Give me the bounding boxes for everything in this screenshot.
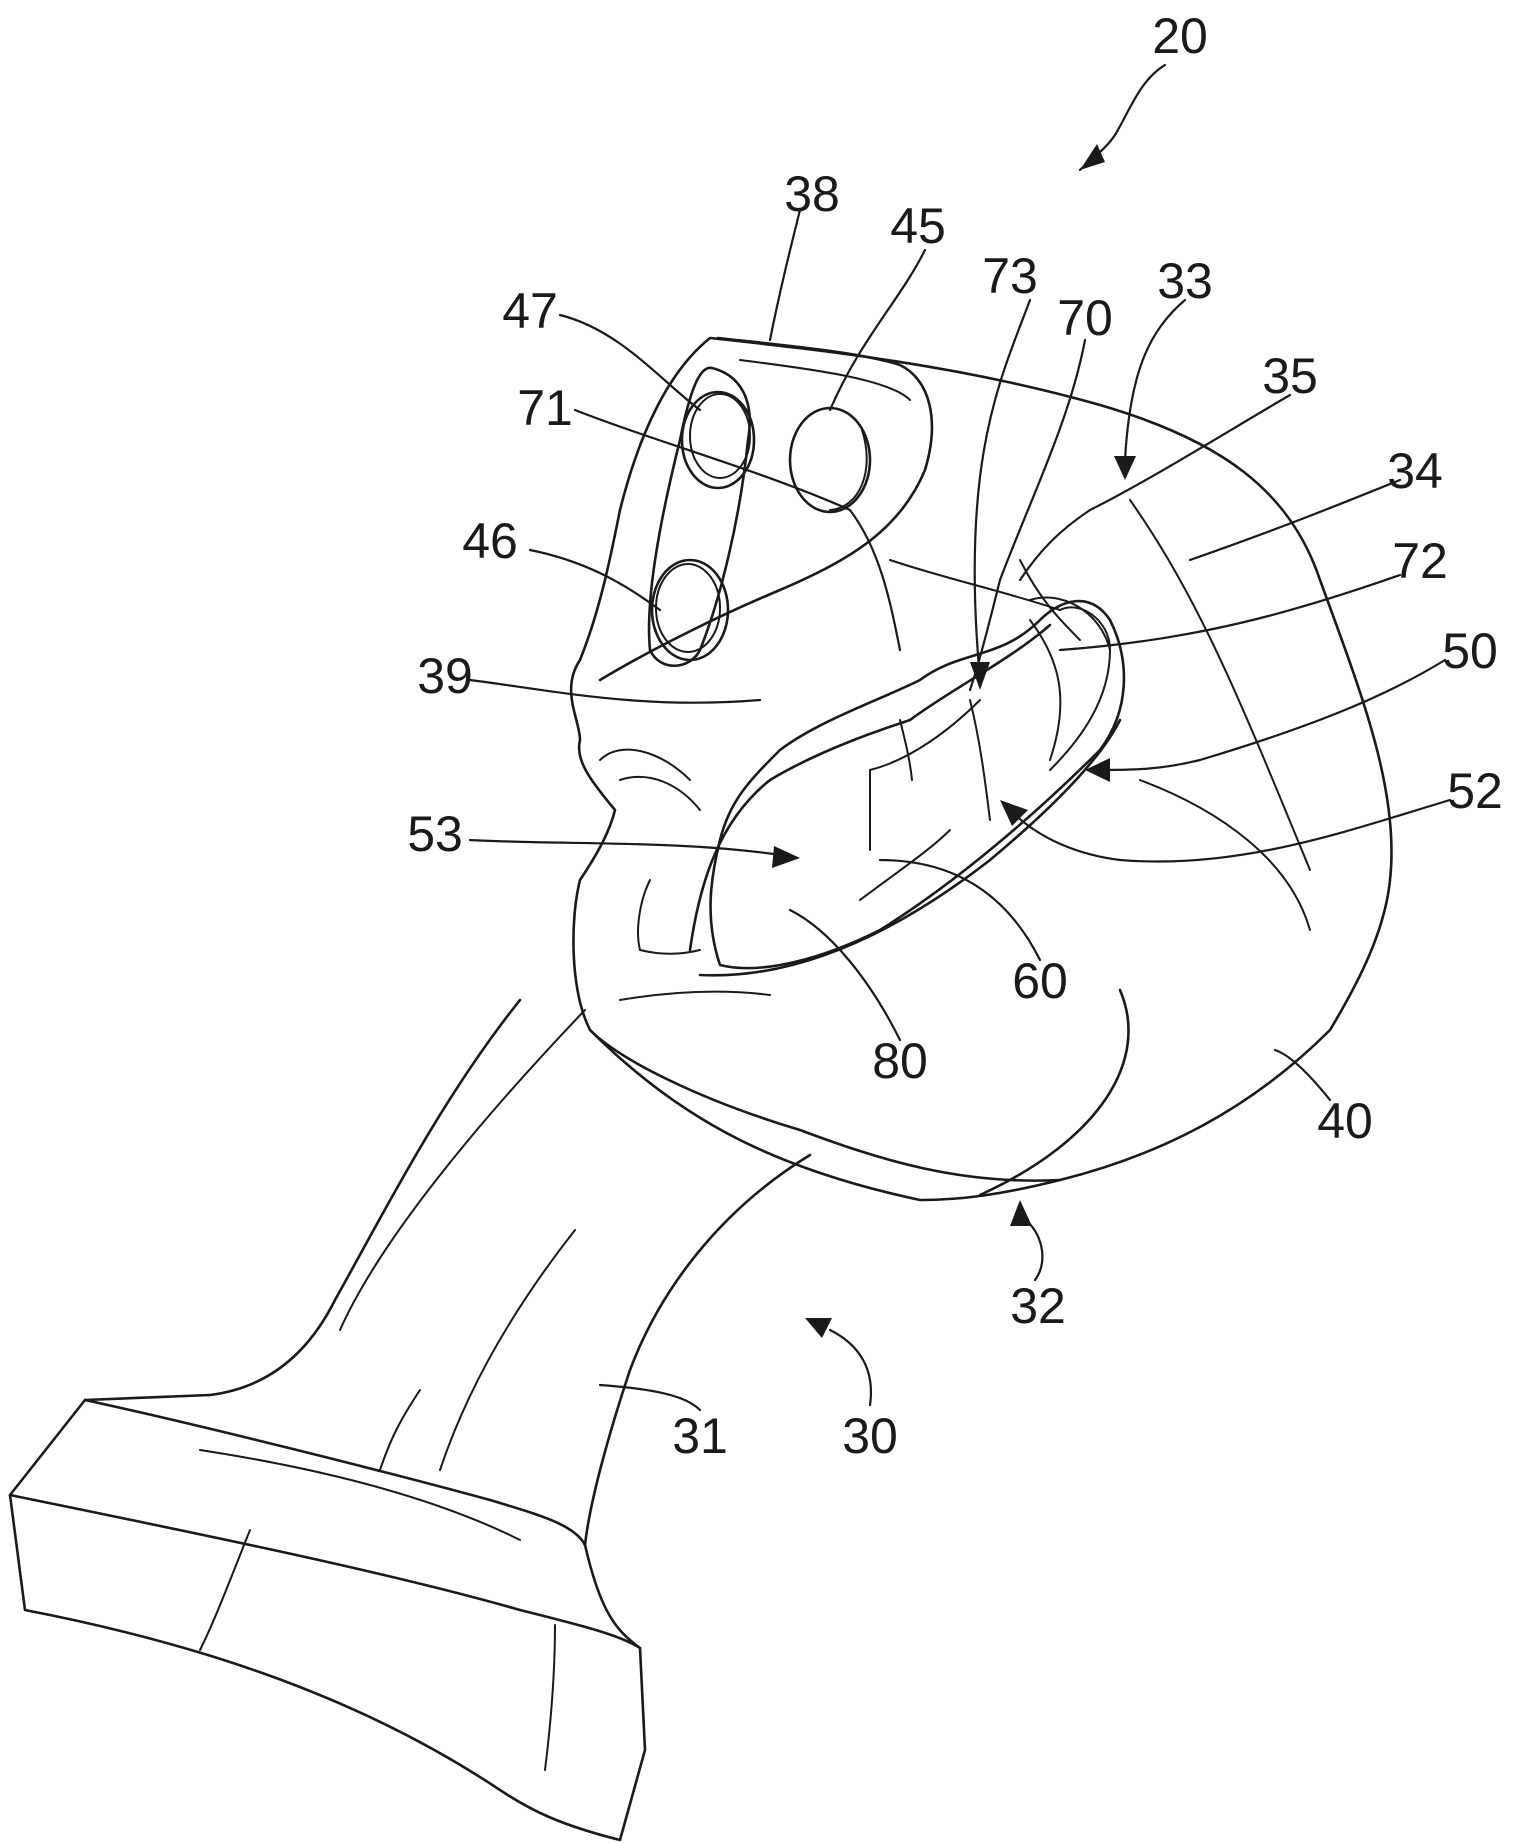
numeral-32: 32 — [1010, 1278, 1066, 1334]
numeral-31: 31 — [672, 1408, 728, 1464]
leader-lines — [470, 65, 1450, 1410]
button-46[interactable] — [652, 560, 728, 660]
numeral-34: 34 — [1387, 443, 1443, 499]
numeral-33: 33 — [1157, 253, 1213, 309]
numeral-45: 45 — [890, 198, 946, 254]
numeral-52: 52 — [1447, 763, 1503, 819]
grip-recess — [600, 560, 1124, 975]
numeral-20: 20 — [1152, 8, 1208, 64]
base-block — [10, 1395, 645, 1840]
numeral-72: 72 — [1392, 533, 1448, 589]
numeral-60: 60 — [1012, 953, 1068, 1009]
numeral-38: 38 — [784, 166, 840, 222]
numeral-53: 53 — [407, 806, 463, 862]
numeral-70: 70 — [1057, 290, 1113, 346]
numeral-71: 71 — [517, 380, 573, 436]
button-45[interactable] — [790, 408, 870, 512]
numeral-39: 39 — [417, 648, 473, 704]
numeral-73: 73 — [982, 248, 1038, 304]
numeral-47: 47 — [502, 283, 558, 339]
button-47-46-frame — [649, 368, 750, 666]
numeral-50: 50 — [1442, 623, 1498, 679]
numeral-40: 40 — [1317, 1093, 1373, 1149]
button-47[interactable] — [682, 392, 754, 488]
reference-numerals: 20 38 45 73 70 33 47 35 71 34 46 72 39 5… — [407, 8, 1503, 1464]
numeral-30: 30 — [842, 1408, 898, 1464]
numeral-80: 80 — [872, 1033, 928, 1089]
numeral-35: 35 — [1262, 348, 1318, 404]
numeral-46: 46 — [462, 513, 518, 569]
